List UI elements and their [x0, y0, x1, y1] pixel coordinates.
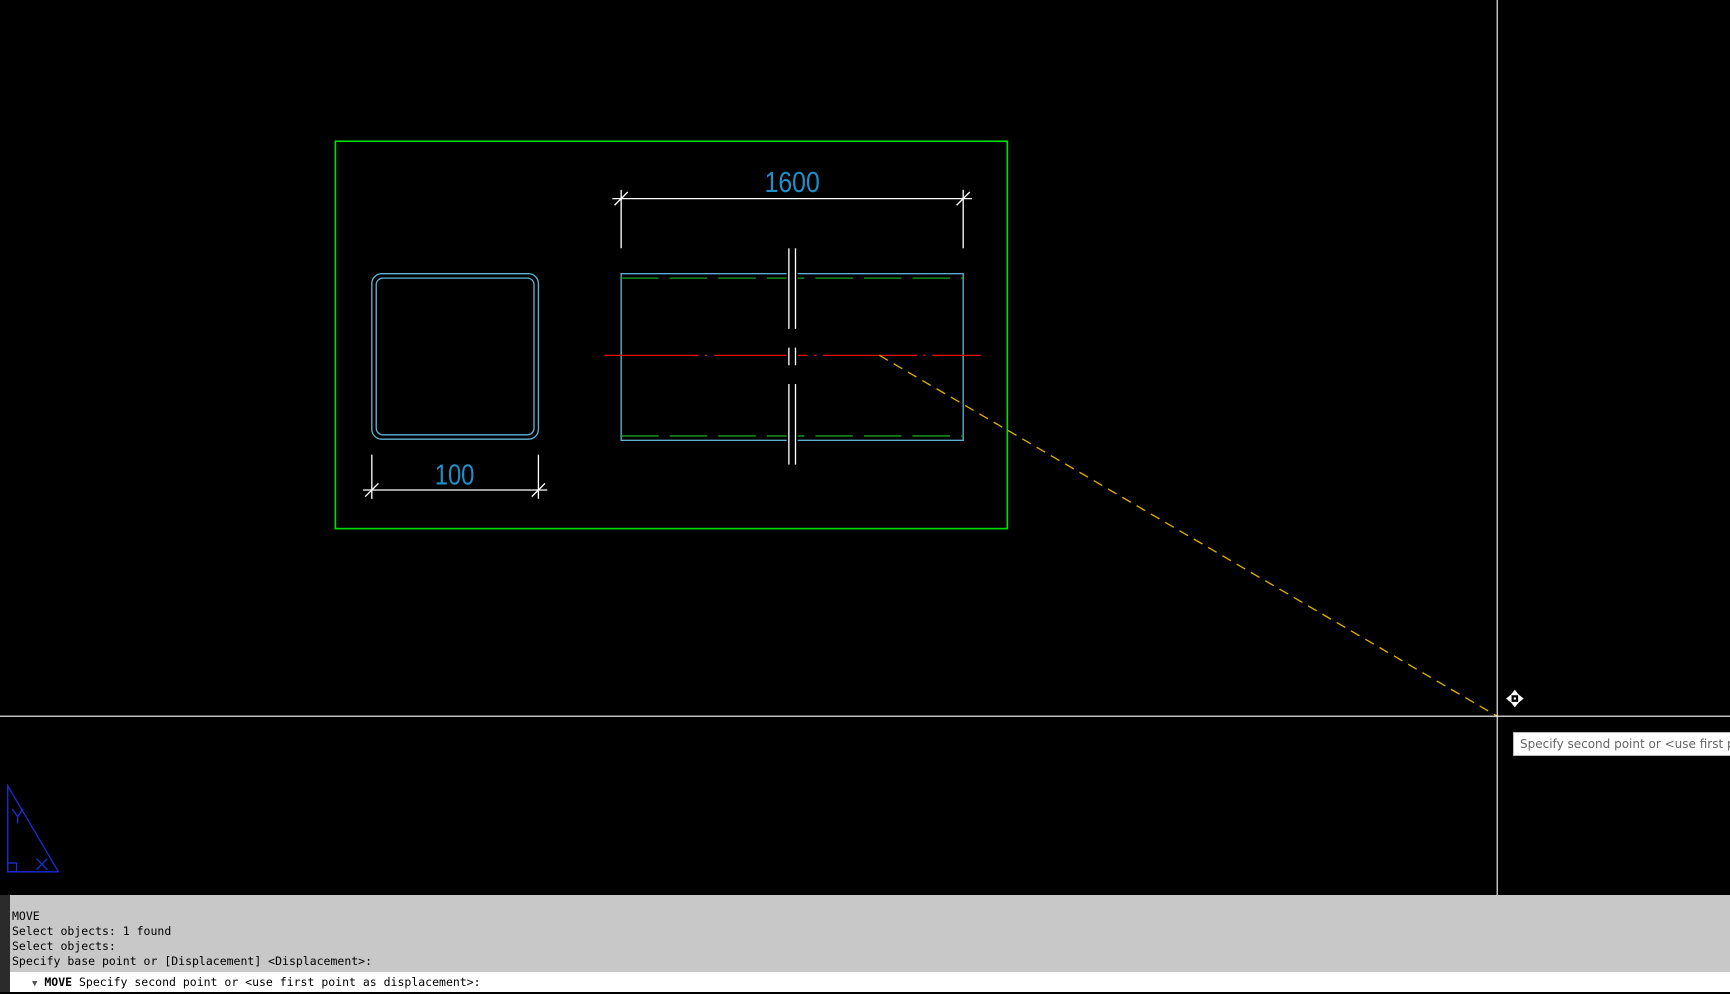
history-line: Select objects: 1 found — [12, 924, 172, 938]
command-input[interactable]: ▼ MOVE Specify second point or <use firs… — [10, 972, 1730, 992]
ucs-icon — [7, 783, 60, 873]
rubberband-line — [879, 354, 1498, 717]
move-cursor-icon — [1506, 689, 1524, 708]
recent-commands-dropdown-icon[interactable]: ▼ — [32, 979, 38, 989]
tube-section[interactable] — [371, 273, 540, 440]
dimension-text-100: 100 — [435, 459, 475, 491]
tube-elevation[interactable] — [604, 247, 981, 468]
crosshair-cursor — [0, 0, 1730, 895]
active-command: MOVE — [44, 975, 73, 989]
history-line: Specify base point or [Displacement] <Di… — [12, 954, 373, 968]
history-line: MOVE — [12, 909, 40, 923]
dimension-100[interactable]: 100 — [362, 454, 548, 499]
drawing-frame[interactable] — [334, 140, 1009, 530]
dimension-text-1600: 1600 — [765, 167, 820, 199]
dimension-1600[interactable]: 1600 — [612, 167, 973, 249]
command-tooltip: Specify second point or <use first point… — [1513, 732, 1730, 756]
panel-grip-handle[interactable] — [0, 895, 10, 992]
command-prompt: Specify second point or <use first point… — [79, 975, 481, 989]
history-line: Select objects: — [12, 939, 116, 953]
drawing-canvas[interactable]: 100 1600 — [0, 0, 1730, 895]
